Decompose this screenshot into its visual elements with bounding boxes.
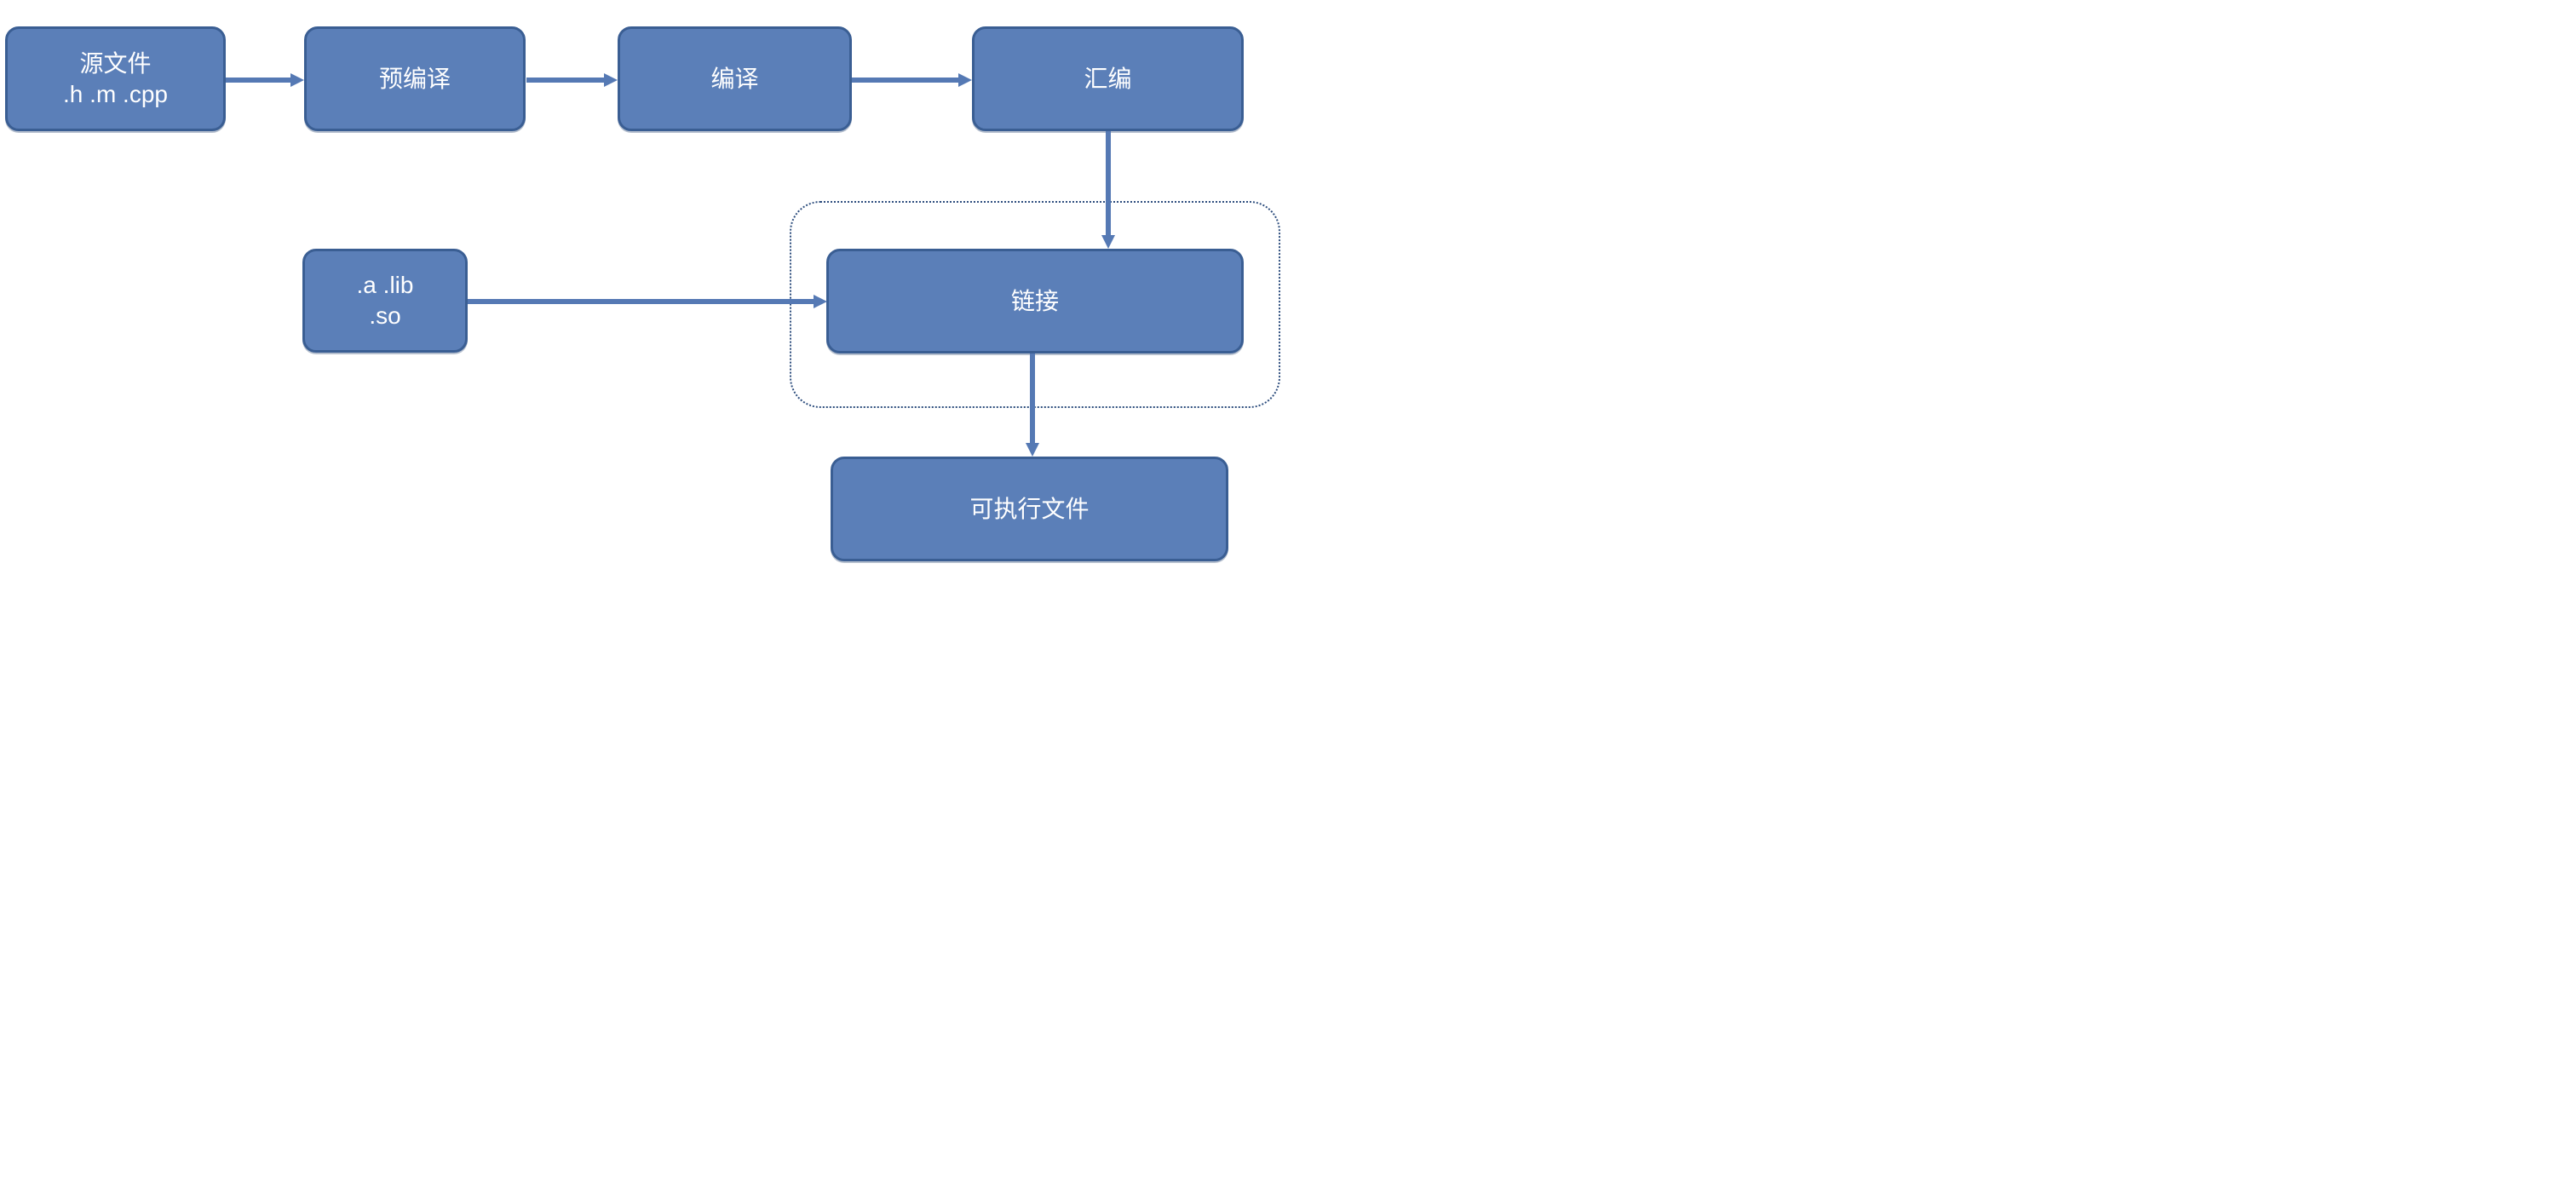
node-link: 链接	[826, 249, 1244, 353]
node-source-files: 源文件 .h .m .cpp	[5, 26, 226, 131]
compilation-flow-diagram: 源文件 .h .m .cpp 预编译 编译 汇编 .a .lib .so 链接 …	[0, 0, 1288, 589]
node-executable-label: 可执行文件	[969, 495, 1090, 522]
arrow-shaft	[526, 78, 606, 83]
arrow-head-right-icon	[814, 295, 827, 308]
node-libraries: .a .lib .so	[302, 249, 468, 353]
node-libraries-extensions-line2: .so	[369, 302, 401, 329]
arrow-head-down-icon	[1026, 443, 1039, 457]
arrow-assemble-to-link	[1101, 131, 1115, 249]
arrow-libraries-to-link	[468, 295, 827, 308]
arrow-shaft	[852, 78, 960, 83]
node-compile-label: 编译	[710, 65, 759, 92]
arrow-head-right-icon	[958, 73, 972, 87]
arrow-source-to-precompile	[226, 73, 304, 87]
node-source-files-extensions: .h .m .cpp	[63, 80, 168, 107]
arrow-precompile-to-compile	[526, 73, 618, 87]
arrow-head-right-icon	[290, 73, 304, 87]
node-precompile: 预编译	[304, 26, 526, 131]
node-executable: 可执行文件	[831, 457, 1228, 561]
node-source-files-title: 源文件	[79, 49, 152, 77]
node-assemble: 汇编	[972, 26, 1244, 131]
node-link-label: 链接	[1010, 287, 1059, 314]
node-assemble-label: 汇编	[1084, 65, 1132, 92]
arrow-shaft	[226, 78, 292, 83]
node-libraries-extensions-line1: .a .lib	[356, 272, 414, 299]
arrow-shaft	[468, 299, 815, 304]
arrow-link-to-executable	[1026, 353, 1039, 457]
arrow-shaft	[1030, 353, 1035, 445]
arrow-shaft	[1106, 131, 1111, 237]
arrow-head-down-icon	[1101, 235, 1115, 249]
node-compile: 编译	[618, 26, 852, 131]
arrow-compile-to-assemble	[852, 73, 972, 87]
node-precompile-label: 预编译	[378, 65, 451, 92]
arrow-head-right-icon	[604, 73, 618, 87]
link-stage-dotted-frame	[790, 201, 1280, 408]
